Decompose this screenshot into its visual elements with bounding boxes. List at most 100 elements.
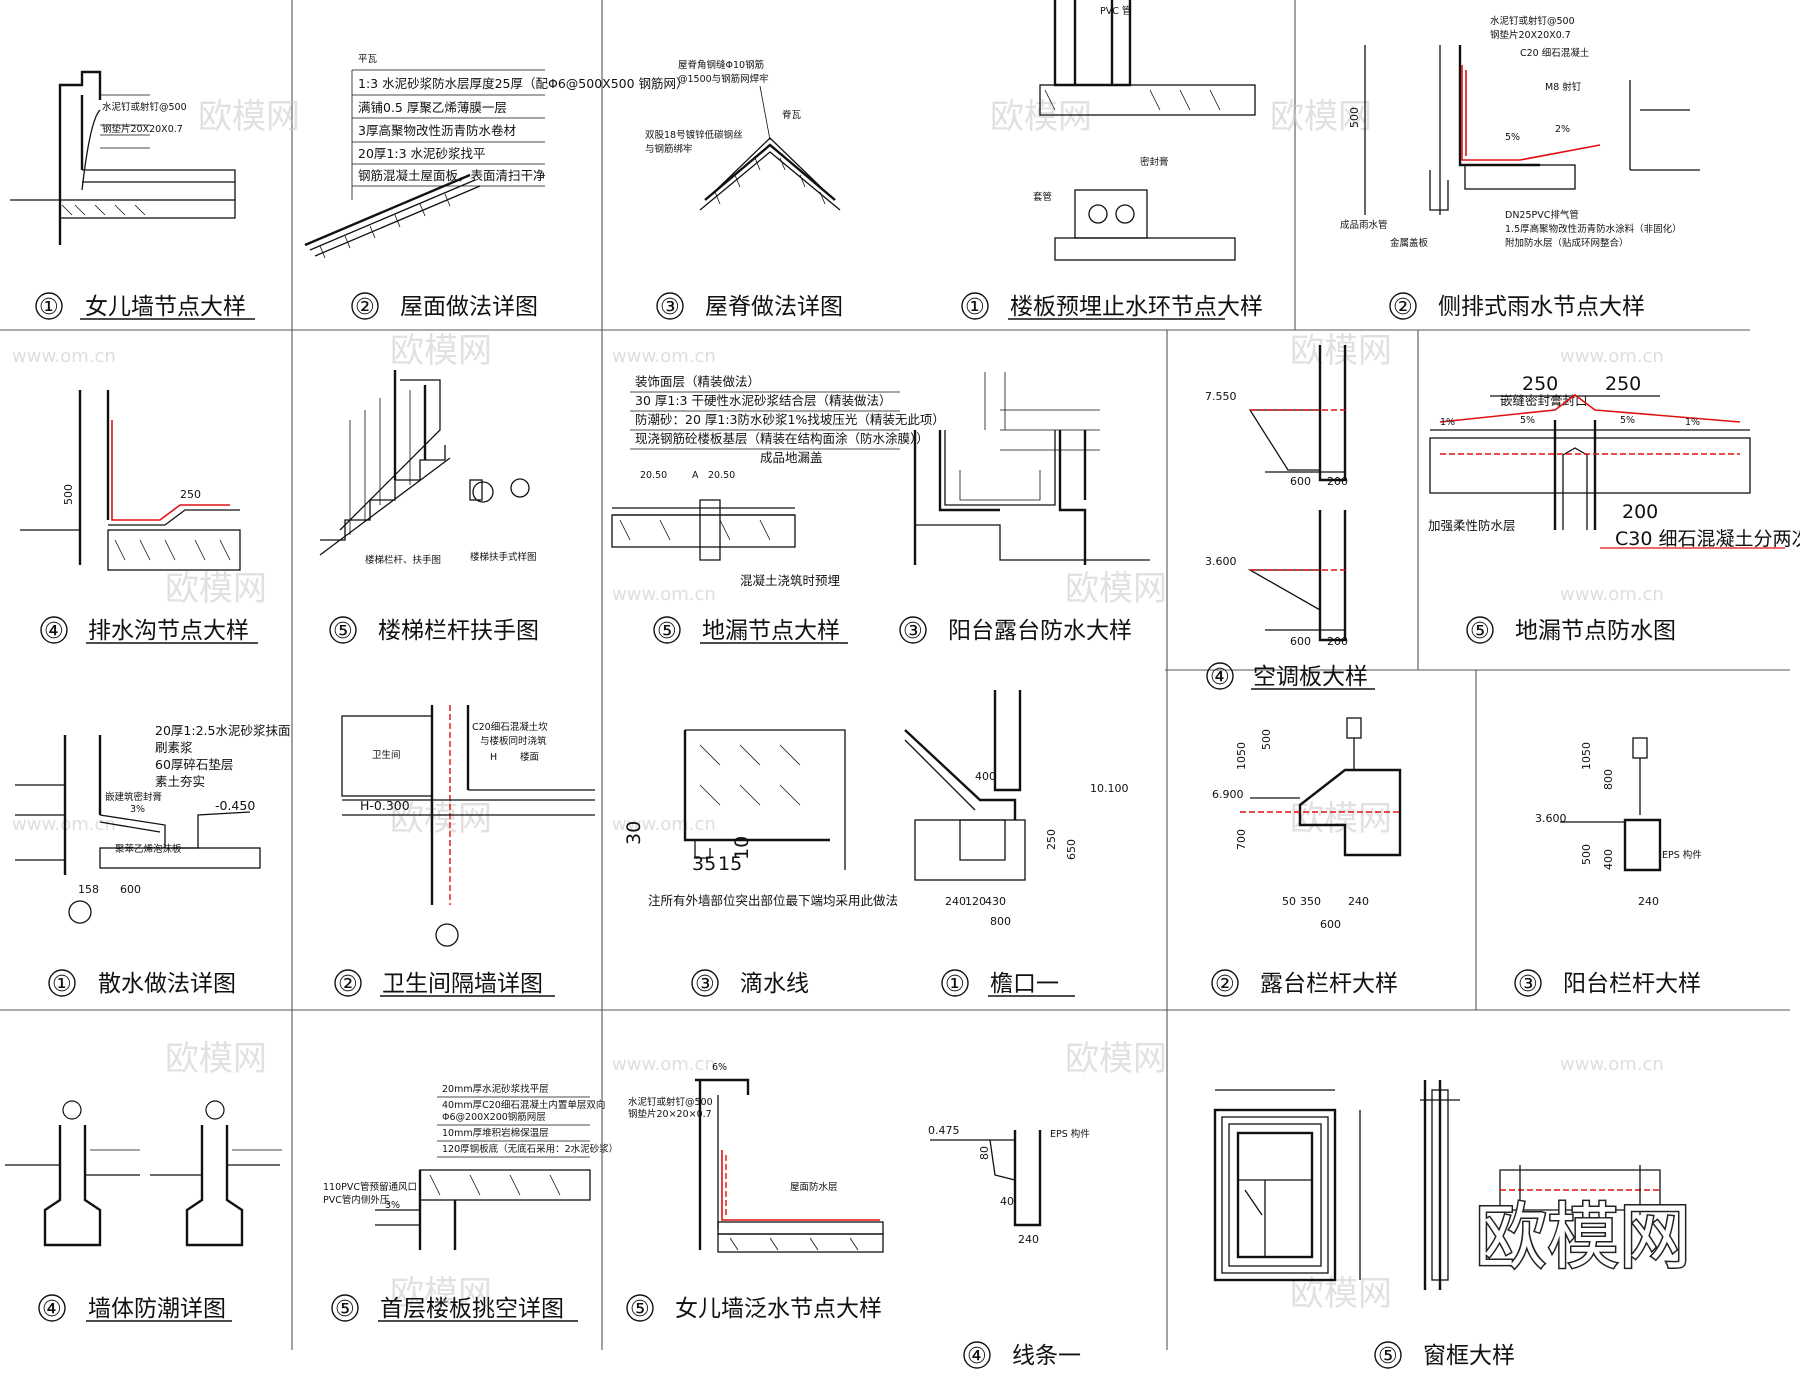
title-window-frame: 窗框大样 — [1374, 1341, 1515, 1369]
note: 套管 — [1033, 191, 1052, 203]
note: Φ6@200X200钢筋网层 — [442, 1111, 546, 1123]
note: 50 — [1282, 895, 1296, 908]
detail-number: ③ — [695, 972, 715, 997]
title-bath-wall: 卫生间隔墙详图 — [334, 969, 555, 997]
note: 卫生间 — [372, 749, 401, 761]
title-eave: 檐口一 — [941, 969, 1075, 997]
title-parapet-flashing: 女儿墙泛水节点大样 — [626, 1294, 882, 1322]
note: 屋脊角钢缝Φ10钢筋 — [678, 59, 764, 71]
note: 5% — [1620, 415, 1635, 426]
note: DN25PVC排气管 — [1505, 209, 1579, 221]
detail-floor-drain: 装饰面层（精装做法） 30 厚1:3 干硬性水泥砂浆结合层（精装做法） 防潮砂：… — [611, 374, 945, 588]
detail-overhang-floor: 20mm厚水泥砂浆找平层 40mm厚C20细石混凝土内置单层双向 Φ6@200X… — [323, 1083, 618, 1250]
title-balcony-rail: 阳台栏杆大样 — [1514, 969, 1701, 997]
note: 3.600 — [1205, 555, 1237, 568]
detail-number: ③ — [1518, 972, 1538, 997]
panel-grid — [0, 0, 1790, 1350]
detail-stair: 楼梯栏杆、扶手图 楼梯扶手式样图 — [319, 370, 537, 566]
note: 加强柔性防水层 — [1428, 518, 1516, 533]
detail-balcony-waterproof — [913, 372, 1150, 565]
note: 双股18号镀锌低碳钢丝 — [645, 129, 743, 141]
detail-title: 滴水线 — [740, 971, 809, 997]
detail-number: ① — [945, 972, 965, 997]
note: 7.550 — [1205, 390, 1237, 403]
note: 满铺0.5 厚聚乙烯薄膜一层 — [358, 100, 507, 115]
title-drip: 滴水线 — [691, 969, 809, 997]
detail-terrace-rail: 6.900 1050 500 700 350 240 600 50 — [1212, 717, 1402, 931]
note: 80 — [978, 1146, 991, 1160]
note: 250 — [1045, 829, 1058, 850]
detail-apron: 20厚1:2.5水泥砂浆抹面 刷素浆 60厚碎石垫层 素土夯实 3% -0.45… — [15, 723, 290, 924]
note: 附加防水层（贴成环网整合） — [1505, 237, 1629, 249]
note: 成品地漏盖 — [760, 450, 823, 465]
note: 250 — [180, 488, 201, 501]
detail-title: 阳台栏杆大样 — [1563, 971, 1701, 997]
detail-parapet-flashing: 6% 水泥钉或射钉@500 钢垫片20×20×0.7 屋面防水层 — [628, 1062, 884, 1253]
note: 防潮砂：20 厚1:3防水砂浆1%找坡压光（精装无此项） — [635, 412, 945, 427]
watermark-url: www.om.cn — [12, 346, 116, 367]
note: 成品雨水管 — [1340, 219, 1388, 231]
note: 楼梯扶手式样图 — [470, 551, 537, 563]
note: 钢垫片20×20×0.7 — [628, 1108, 712, 1120]
detail-number: ① — [39, 295, 59, 320]
note: 240 — [1638, 895, 1659, 908]
note: 水泥钉或射钉@500 — [1490, 15, 1575, 27]
watermark: 欧模网 — [390, 1274, 492, 1314]
note: 3.600 — [1535, 812, 1567, 825]
note: 600 — [1290, 635, 1311, 648]
note: 200 — [1622, 501, 1658, 523]
note: C20 细石混凝土 — [1520, 47, 1590, 59]
note: PVC 管 — [1100, 5, 1131, 17]
note: 注所有外墙部位突出部位最下端均采用此做法 — [648, 893, 898, 908]
note: PVC管内侧外压 — [323, 1194, 390, 1206]
detail-title: 地漏节点大样 — [702, 618, 840, 644]
watermark: 欧模网 — [1270, 97, 1372, 137]
note: 3% — [130, 804, 145, 815]
title-terrace-rail: 露台栏杆大样 — [1211, 969, 1398, 997]
note: 500 — [1348, 107, 1361, 128]
detail-drip: 30 35 15 10 注所有外墙部位突出部位最下端均采用此做法 — [623, 729, 898, 908]
note: 1% — [1685, 417, 1700, 428]
note: 6.900 — [1212, 788, 1244, 801]
note: 0.475 — [928, 1124, 960, 1137]
note: 1:3 水泥砂浆防水层厚度25厚（配Φ6@500X500 钢筋网） — [358, 76, 689, 91]
title-parapet: 女儿墙节点大样 — [35, 292, 255, 320]
note: 混凝土浇筑时预埋 — [740, 573, 841, 588]
note: 400 — [1602, 849, 1615, 870]
note: 平瓦 — [358, 54, 378, 65]
note: 3% — [385, 1200, 400, 1211]
detail-title: 阳台露台防水大样 — [948, 618, 1132, 644]
title-damp-proof: 墙体防潮详图 — [38, 1294, 232, 1322]
note: 密封膏 — [1140, 156, 1169, 168]
note: 240 — [1018, 1233, 1039, 1246]
note: 30 — [623, 821, 645, 845]
detail-title: 空调板大样 — [1253, 664, 1368, 690]
note: 430 — [985, 895, 1006, 908]
note: 10mm厚堆积岩棉保温层 — [442, 1127, 549, 1139]
note: 158 — [78, 883, 99, 896]
note: 聚苯乙烯泡沫板 — [115, 843, 182, 855]
watermark: 欧模网 — [990, 97, 1092, 137]
detail-title: 散水做法详图 — [98, 971, 236, 997]
detail-title: 排水沟节点大样 — [88, 618, 249, 644]
note: 6% — [712, 1062, 727, 1073]
watermark-url: www.om.cn — [612, 814, 716, 835]
note: 500 — [1260, 729, 1273, 750]
note: C20细石混凝土坎 — [472, 721, 548, 733]
watermark-url: www.om.cn — [612, 1054, 716, 1075]
detail-title: 楼板预埋止水环节点大样 — [1010, 294, 1263, 320]
note: H-0.300 — [360, 798, 410, 813]
note: 10 — [731, 836, 753, 860]
detail-number: ④ — [42, 1297, 62, 1322]
note: 40mm厚C20细石混凝土内置单层双向 — [442, 1099, 605, 1111]
detail-title: 檐口一 — [990, 971, 1059, 997]
note: 500 — [1580, 844, 1593, 865]
title-overhang-floor: 首层楼板挑空详图 — [331, 1294, 578, 1322]
note: 120厚钢板底（无底石采用：2水泥砂浆） — [442, 1143, 618, 1155]
title-drain-waterproof: 地漏节点防水图 — [1466, 616, 1676, 644]
note: 20.50 — [708, 470, 735, 481]
watermark-url: www.om.cn — [1560, 584, 1664, 605]
detail-eave: 10.100 400 240 120 430 800 650 250 — [904, 690, 1129, 928]
note: A — [692, 470, 699, 481]
note: 屋面防水层 — [790, 1181, 838, 1193]
